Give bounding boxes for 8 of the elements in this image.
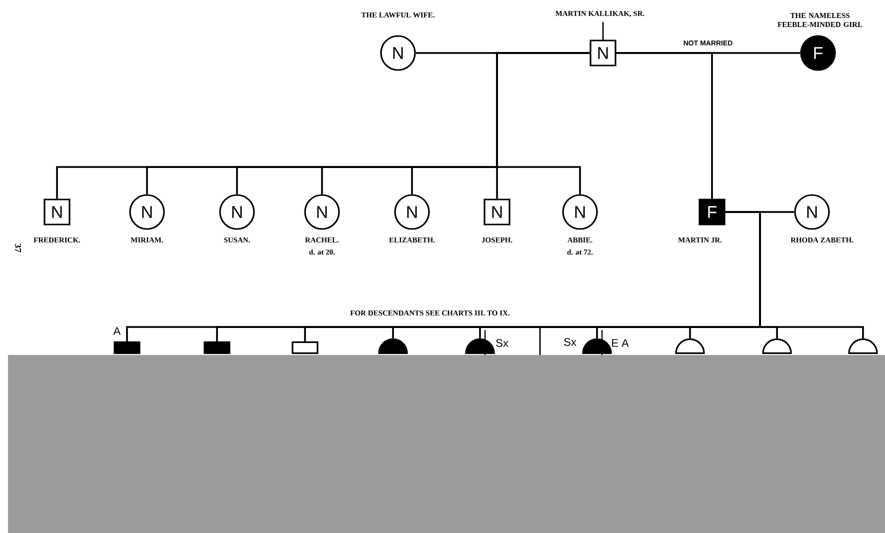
letter-mark: A [113, 327, 121, 335]
square-symbol [204, 341, 230, 354]
square-symbol [292, 341, 318, 354]
page-number: 37 [14, 244, 22, 252]
connector-line [725, 211, 864, 338]
connector-line [616, 52, 713, 199]
square-symbol [114, 341, 140, 354]
letter-mark: Sx [564, 338, 576, 346]
